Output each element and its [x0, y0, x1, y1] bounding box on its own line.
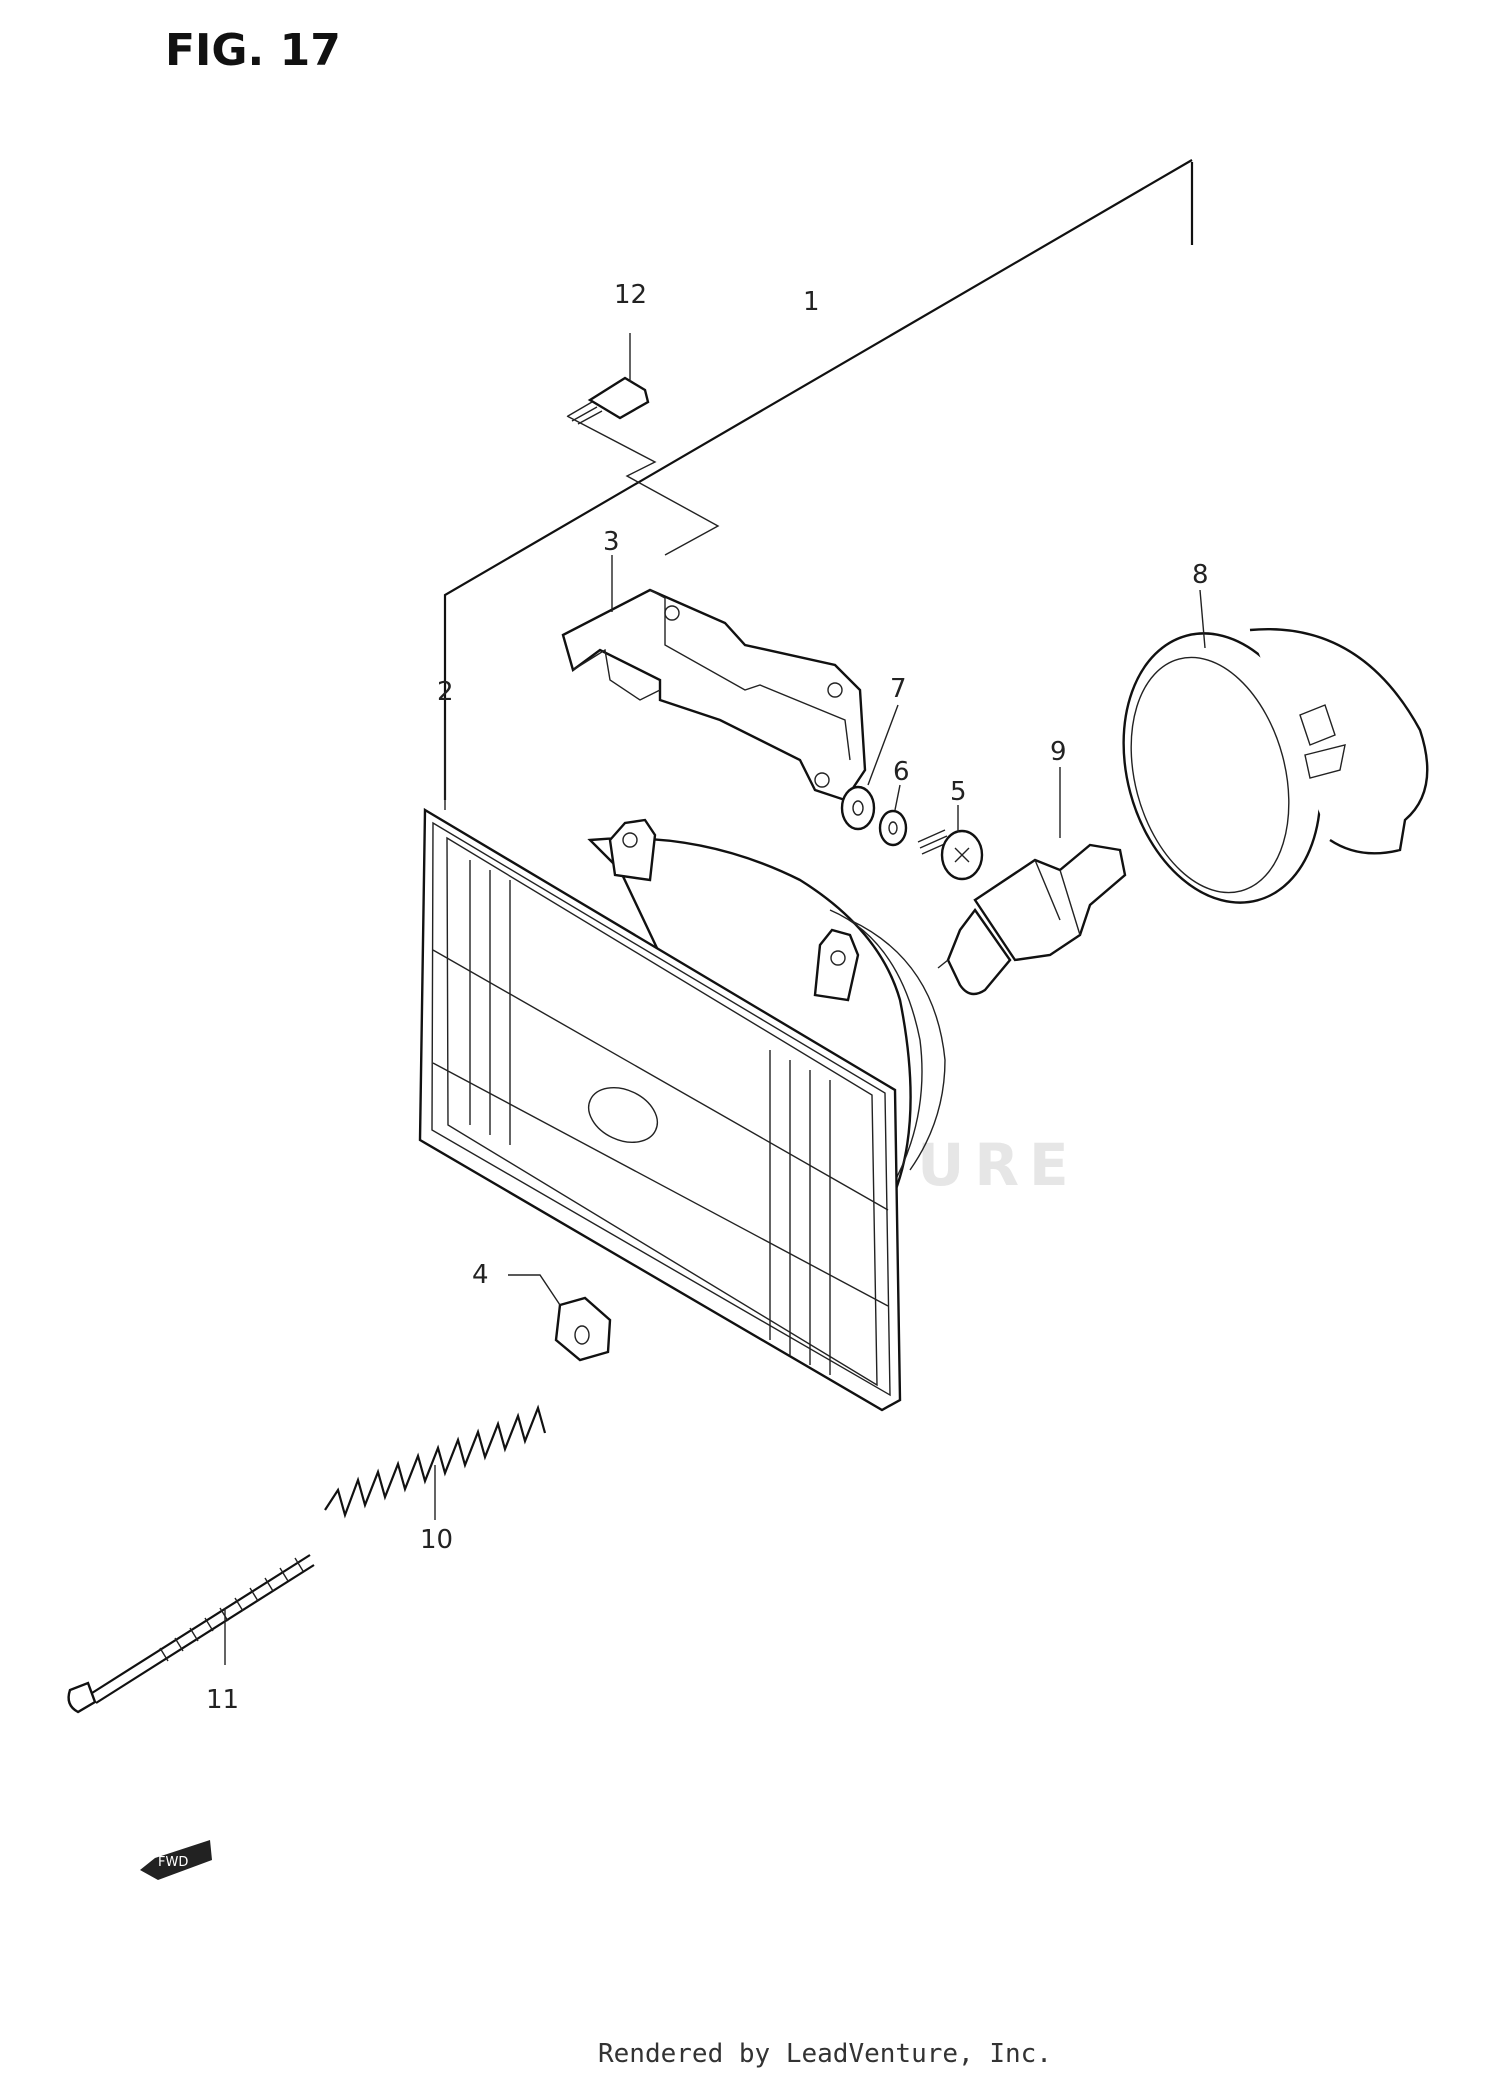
- svg-text:FWD: FWD: [158, 1855, 188, 1870]
- screw-part-5: [917, 805, 984, 881]
- socket-housing-part-8: [1122, 589, 1429, 904]
- callout-2: 2: [437, 677, 454, 707]
- callout-10: 10: [420, 1525, 453, 1555]
- washer-part-7: [840, 704, 899, 831]
- callout-9: 9: [1050, 737, 1067, 767]
- clip-nut-part-4: [508, 1274, 612, 1362]
- callout-11: 11: [206, 1685, 239, 1715]
- spring-part-10: [324, 1404, 547, 1520]
- footer-credit: Rendered by LeadVenture, Inc.: [598, 2039, 1052, 2069]
- bulb-part-9: [937, 767, 1127, 996]
- headlight-part-2: [418, 720, 946, 1412]
- callout-5: 5: [950, 777, 967, 807]
- screw-part-12: [567, 333, 650, 425]
- long-screw-part-11: [67, 1554, 315, 1714]
- lock-washer-part-6: [878, 784, 908, 847]
- callout-8: 8: [1192, 560, 1209, 590]
- forward-direction-badge: FWD: [140, 1840, 212, 1880]
- callout-6: 6: [893, 757, 910, 787]
- callout-1: 1: [803, 287, 820, 317]
- callout-7: 7: [890, 674, 907, 704]
- callout-4: 4: [472, 1260, 489, 1290]
- bracket-part-3: [561, 555, 867, 802]
- callout-3: 3: [603, 527, 620, 557]
- callout-12: 12: [614, 280, 647, 310]
- figure-title: FIG. 17: [165, 25, 341, 76]
